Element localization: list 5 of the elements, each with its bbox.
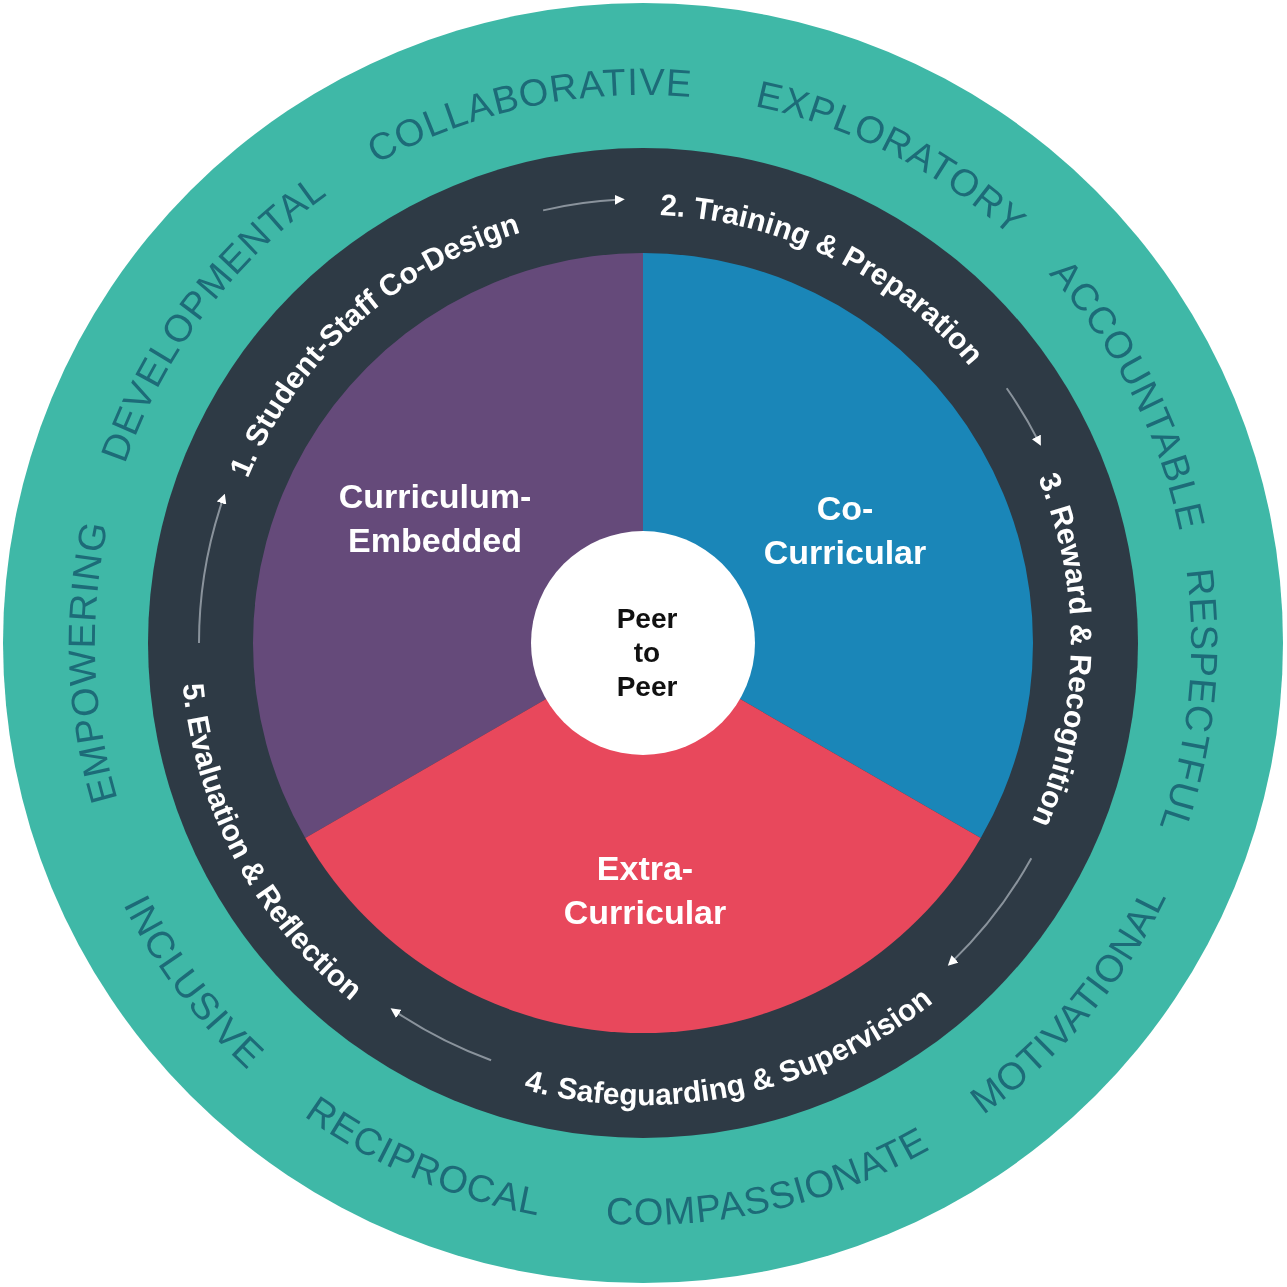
arrow xyxy=(198,493,227,644)
arrow xyxy=(1005,387,1041,446)
center-circle: Peer to Peer xyxy=(531,531,755,755)
arrow xyxy=(542,195,625,212)
arrow xyxy=(390,1008,493,1062)
